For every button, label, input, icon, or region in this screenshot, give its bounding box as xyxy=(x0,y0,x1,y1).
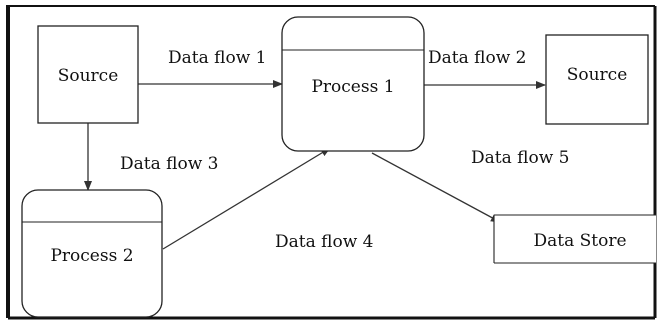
node-process-1-label: Process 1 xyxy=(311,77,394,97)
flow-2-label: Data flow 2 xyxy=(428,48,526,68)
flow-3-label: Data flow 3 xyxy=(120,154,218,174)
flow-4-label: Data flow 4 xyxy=(275,232,373,252)
node-data-store: Data Store xyxy=(493,214,656,264)
flow-5-label: Data flow 5 xyxy=(471,148,569,168)
node-process-2: Process 2 xyxy=(21,189,163,318)
flow-1-label: Data flow 1 xyxy=(168,48,266,68)
node-data-store-label: Data Store xyxy=(533,231,626,251)
node-process-1: Process 1 xyxy=(281,16,425,152)
node-source-right: Source xyxy=(545,34,649,125)
node-process-2-label: Process 2 xyxy=(50,246,133,266)
arrow-flow-5 xyxy=(371,152,501,223)
arrow-flow-4 xyxy=(162,147,331,250)
node-source-left: Source xyxy=(37,25,139,124)
node-source-left-label: Source xyxy=(58,66,119,86)
node-source-right-label: Source xyxy=(567,65,628,85)
diagram-frame xyxy=(6,5,657,320)
